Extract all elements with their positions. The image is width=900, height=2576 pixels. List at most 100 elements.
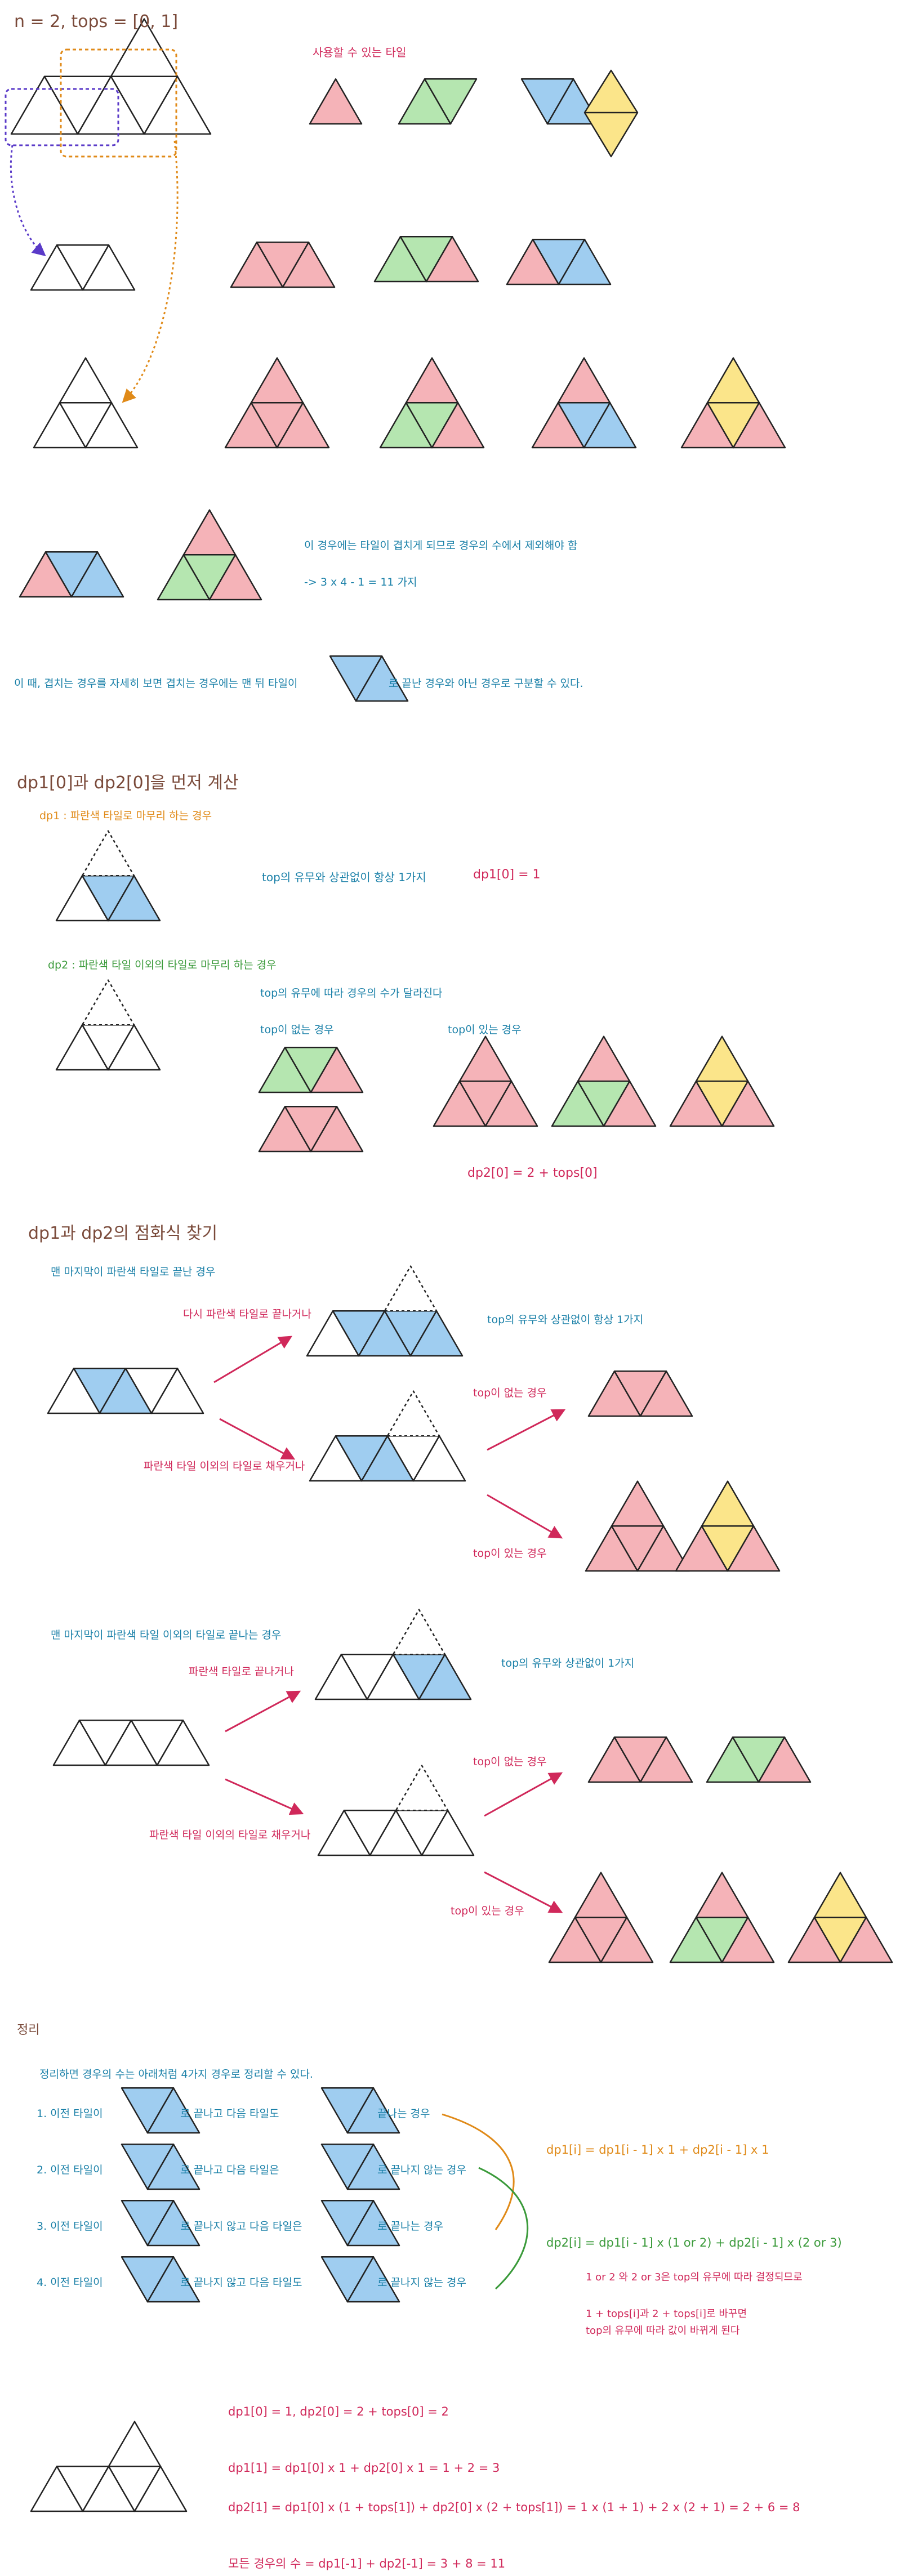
tile-pink-u0	[309, 78, 363, 125]
caseB-up-u2	[418, 1654, 472, 1700]
caseB-down-u2	[421, 1810, 475, 1856]
final-line-2: dp1[1] = dp1[0] x 1 + dp2[0] x 1 = 1 + 2…	[228, 2461, 500, 2475]
opt-e-u1	[431, 402, 485, 449]
caseB-top-2-t0	[695, 1872, 749, 1918]
final-line-4: 모든 경우의 수 = dp1[-1] + dp2[-1] = 3 + 8 = 1…	[228, 2557, 505, 2570]
caseB-other-label: 파란색 타일 이외의 타일로 채우거나	[149, 1829, 310, 1841]
caseB-has-top: top이 있는 경우	[451, 1905, 524, 1917]
section1-title: dp1[0]과 dp2[0]을 먼저 계산	[17, 773, 239, 793]
opt-g-u1	[732, 402, 786, 449]
summary-row-2-b: 로 끝나고 다음 타일은	[180, 2164, 279, 2176]
n2-board-t1	[110, 18, 179, 78]
caseB-arrow-top	[484, 1871, 563, 1913]
summary-row-3-a: 3. 이전 타일이	[37, 2220, 103, 2233]
opt-f-u1	[583, 402, 637, 449]
overlap-count: -> 3 x 4 - 1 = 11 가지	[304, 576, 417, 588]
big-tri-t0	[59, 357, 113, 404]
dp2-shape-u1	[107, 1024, 161, 1071]
overlap-2-t0	[182, 509, 237, 556]
section3-title: 정리	[17, 2023, 39, 2037]
caseB-top-1-t0	[574, 1872, 628, 1918]
caseB-down-t1	[395, 1765, 449, 1811]
orange-dashed-box	[60, 48, 177, 158]
opt-d-t0	[250, 357, 304, 404]
caseB-label: 맨 마지막이 파란색 타일 이외의 타일로 끝나는 경우	[51, 1629, 281, 1641]
summary-row-1-c: 끝나는 경우	[377, 2108, 430, 2120]
summary-row-4-tile-b-u1	[346, 2256, 400, 2303]
dp2-value: dp2[0] = 2 + tops[0]	[467, 1166, 598, 1180]
caseB-top-3-t0	[813, 1872, 867, 1918]
caseA-top-tile-2-u1	[727, 1525, 781, 1572]
overlap-2-u1	[208, 554, 262, 601]
summary-row-3-tile-a-u1	[146, 2200, 201, 2247]
summary-row-1-b: 로 끝나고 다음 타일도	[180, 2108, 279, 2120]
dp1-definition: dp1 : 파란색 타일로 마무리 하는 경우	[39, 810, 212, 822]
small-strip-u1	[82, 244, 136, 291]
summary-row-2-tile-b-u1	[346, 2144, 400, 2190]
formula-note-2: 1 + tops[i]과 2 + tops[i]로 바꾸면	[586, 2308, 747, 2320]
caseA-top-tile-1-u1	[636, 1525, 690, 1572]
opt-c-u1	[558, 239, 612, 285]
caseA-up-t1	[384, 1265, 438, 1312]
problem-statement: n = 2, tops = [0, 1]	[14, 12, 178, 32]
final-board-u2	[133, 2466, 188, 2512]
formula-dp2: dp2[i] = dp1[i - 1] x (1 or 2) + dp2[i -…	[546, 2236, 842, 2249]
caseA-top-tile-2-t0	[701, 1480, 755, 1527]
caseA-top-tile-1-t0	[611, 1480, 665, 1527]
dp2-opt-5-u1	[721, 1081, 775, 1127]
summary-row-4-c: 로 끝나지 않는 경우	[377, 2276, 466, 2289]
tile-green-d0	[424, 78, 478, 125]
section2-title: dp1과 dp2의 점화식 찾기	[28, 1224, 217, 1243]
dp2-shape-t0	[81, 979, 135, 1026]
caseB-top-2-u1	[721, 1917, 775, 1963]
caseB-note: top의 유무와 상관없이 1가지	[501, 1657, 634, 1669]
caseB-top-3-u1	[839, 1917, 893, 1963]
opt-a-u1	[282, 242, 336, 288]
inline-blue-u1	[355, 655, 409, 702]
caseB-up-t1	[392, 1609, 446, 1655]
caseB-arrow-notop	[484, 1772, 563, 1817]
dp2-opt-4-u1	[603, 1081, 657, 1127]
caseA-arrow-up	[213, 1336, 293, 1383]
final-line-3: dp2[1] = dp1[0] x (1 + tops[1]) + dp2[0]…	[228, 2501, 800, 2514]
final-board-t1	[108, 2421, 162, 2467]
caseA-has-top: top이 있는 경우	[473, 1547, 547, 1560]
caseA-label: 맨 마지막이 파란색 타일로 끝난 경우	[51, 1266, 215, 1278]
final-line-1: dp1[0] = 1, dp2[0] = 2 + tops[0] = 2	[228, 2405, 449, 2418]
summary-row-3-tile-b-u1	[346, 2200, 400, 2247]
caseA-up-u2	[409, 1310, 464, 1357]
summary-row-1-tile-a-u1	[146, 2087, 201, 2134]
dp2-opt-5-t0	[695, 1035, 749, 1082]
bracket-green	[478, 2167, 529, 2290]
formula-dp1: dp1[i] = dp1[i - 1] x 1 + dp2[i - 1] x 1	[546, 2143, 769, 2157]
caseA-blue-label: 다시 파란색 타일로 끝나거나	[183, 1308, 311, 1320]
tile-yellow	[583, 69, 639, 158]
caseA-no-top: top이 없는 경우	[473, 1387, 547, 1399]
summary-row-4-a: 4. 이전 타일이	[37, 2276, 103, 2289]
n2-board-u2	[143, 75, 212, 135]
caseA-note: top의 유무와 상관없이 항상 1가지	[487, 1314, 643, 1326]
caseB-notop-2-u1	[758, 1736, 812, 1783]
caseB-arrow-up	[225, 1690, 301, 1733]
caseA-arrow-down	[219, 1418, 296, 1460]
caseB-no-top: top이 없는 경우	[473, 1756, 547, 1768]
dp2-opt-2-u1	[310, 1106, 364, 1153]
caseB-arrow-down	[225, 1778, 304, 1815]
formula-note-3: top의 유무에 따라 값이 바뀌게 된다	[586, 2325, 740, 2337]
dp2-note: top의 유무에 따라 경우의 수가 달라진다	[260, 987, 443, 999]
summary-row-4-tile-a-u1	[146, 2256, 201, 2303]
summary-row-2-a: 2. 이전 타일이	[37, 2164, 103, 2176]
caseA-arrow-notop	[487, 1409, 566, 1451]
caseB-blue-label: 파란색 타일로 끝나거나	[189, 1666, 294, 1678]
caseA-arrow-top	[487, 1494, 563, 1539]
dp1-note: top의 유무와 상관없이 항상 1가지	[262, 870, 426, 884]
caseA-notop-tile-u1	[639, 1370, 693, 1417]
bracket-orange	[442, 2113, 515, 2230]
opt-e-t0	[405, 357, 459, 404]
dp2-opt-3-u1	[484, 1081, 538, 1127]
caseA-down-t1	[386, 1390, 440, 1437]
summary-row-1-a: 1. 이전 타일이	[37, 2108, 103, 2120]
opt-d-u1	[276, 402, 330, 449]
dp2-opt-4-t0	[577, 1035, 631, 1082]
